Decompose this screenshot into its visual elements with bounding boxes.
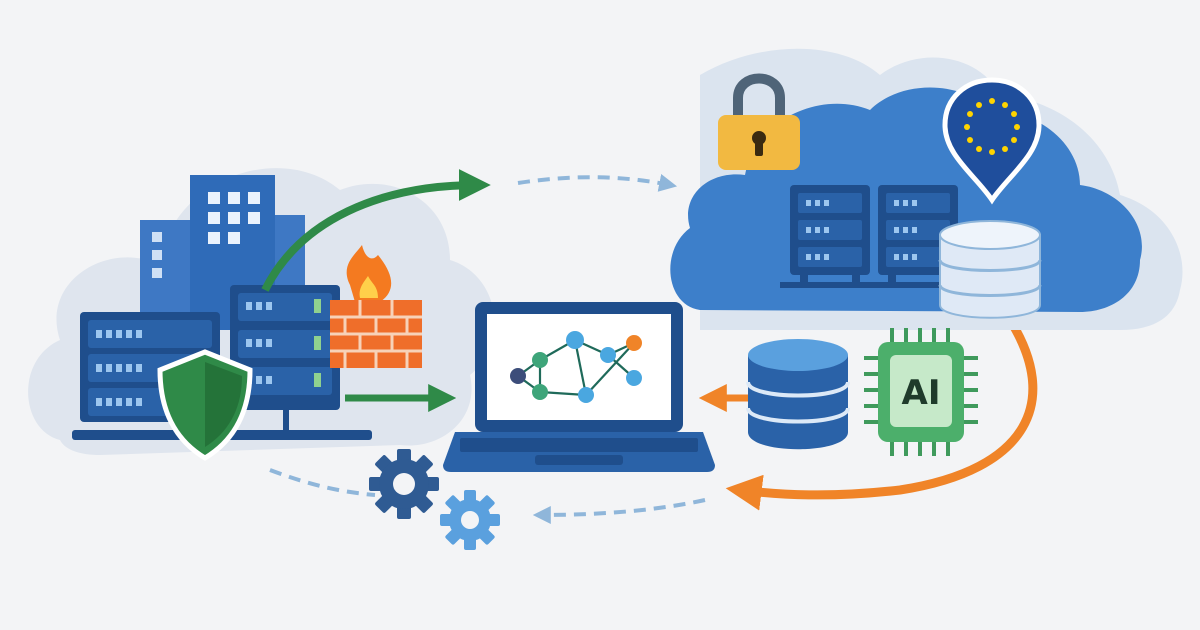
cloud-return-arrow [725, 317, 1038, 511]
firewall-icon [330, 245, 422, 368]
network-graph-icon [510, 331, 642, 403]
gear-icon [440, 490, 500, 550]
server-rack-icon [868, 185, 968, 288]
shield-icon [157, 349, 253, 461]
ai-chip-icon: AI [864, 328, 978, 456]
server-rack-icon [780, 185, 880, 288]
padlock-icon [718, 73, 800, 170]
database-icon [746, 339, 850, 450]
dashed-arrow-to-cloud [517, 174, 678, 192]
ai-chip-label: AI [902, 373, 941, 413]
database-icon [938, 220, 1042, 319]
laptop-icon [443, 302, 715, 472]
upload-arrow [261, 169, 491, 292]
dashed-return-arrow [269, 468, 706, 524]
gear-icon [369, 449, 439, 519]
eu-location-pin-icon [942, 77, 1042, 205]
